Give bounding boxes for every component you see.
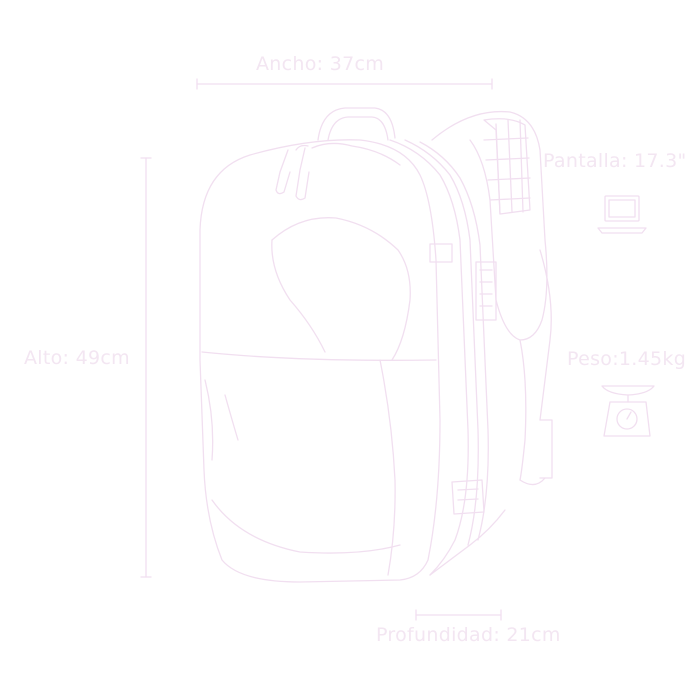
- backpack-body: [199, 139, 441, 583]
- side-panel: [389, 139, 506, 576]
- height-measure-line: [140, 157, 152, 578]
- width-label: Ancho: 37cm: [256, 53, 385, 75]
- width-measure-line: [196, 78, 493, 90]
- laptop-icon: [597, 195, 647, 234]
- weight-label: Peso:1.45kg: [567, 348, 687, 370]
- shoulder-strap: [431, 110, 553, 486]
- depth-label: Profundidad: 21cm: [376, 624, 561, 646]
- top-handle: [317, 107, 396, 141]
- depth-measure-line: [415, 609, 502, 621]
- screen-size-label: Pantalla: 17.3": [543, 150, 687, 172]
- height-label: Alto: 49cm: [24, 347, 130, 369]
- scale-icon: [601, 385, 655, 437]
- zipper-pulls: [275, 142, 401, 201]
